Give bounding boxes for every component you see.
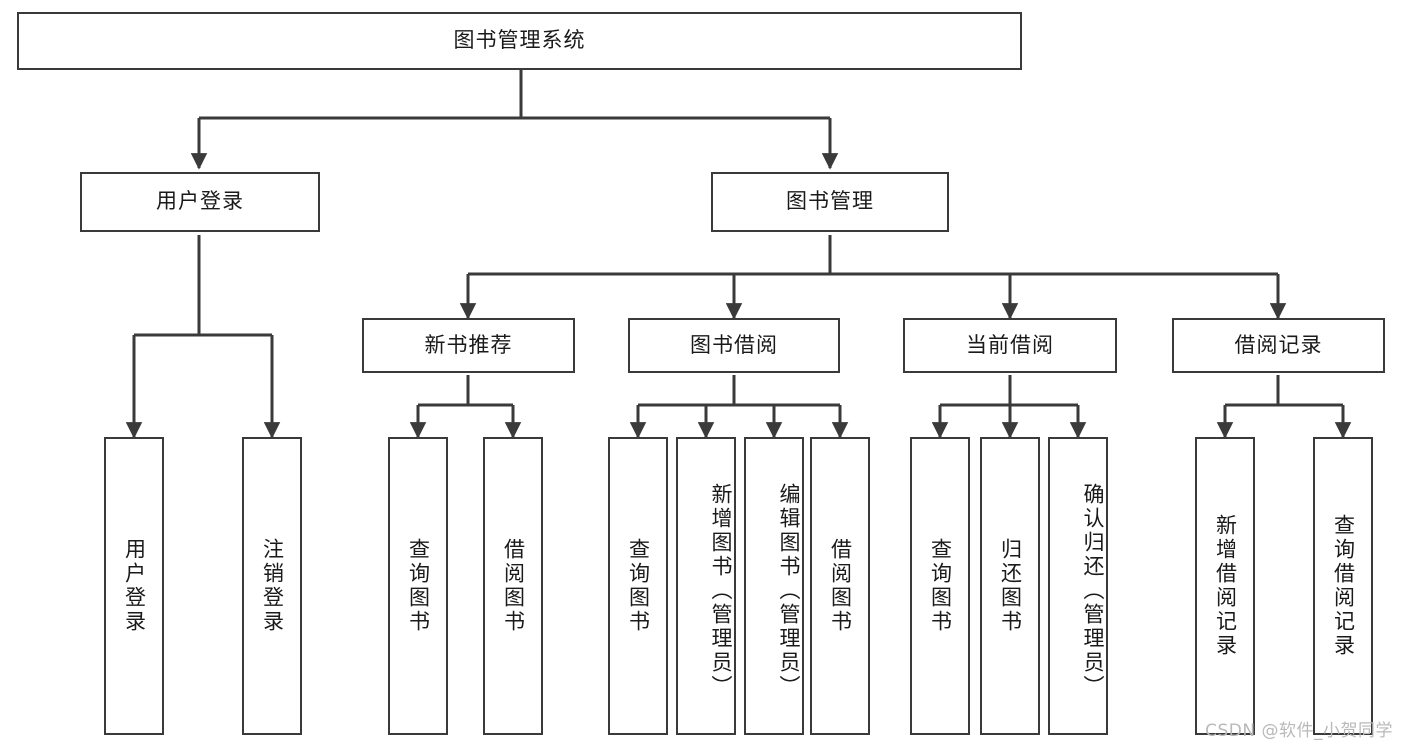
leaf-book-borrow-add-book-admin[interactable]: 新增图书（管理员）: [676, 437, 736, 735]
leaf-new-book-query-book[interactable]: 查询图书: [388, 437, 448, 735]
csdn-watermark: CSDN @软件_小贺同学: [1205, 721, 1393, 741]
leaf-user-login-login[interactable]: 用户登录: [104, 437, 164, 735]
node-borrow-record[interactable]: 借阅记录: [1172, 318, 1385, 373]
leaf-borrow-record-add-record[interactable]: 新增借阅记录: [1195, 437, 1255, 735]
leaf-borrow-record-query-record[interactable]: 查询借阅记录: [1313, 437, 1373, 735]
leaf-current-borrow-confirm-return-admin[interactable]: 确认归还（管理员）: [1048, 437, 1108, 735]
node-root-book-management-system[interactable]: 图书管理系统: [17, 12, 1022, 70]
node-user-login[interactable]: 用户登录: [80, 172, 320, 232]
leaf-new-book-borrow-book[interactable]: 借阅图书: [483, 437, 543, 735]
leaf-book-borrow-edit-book-admin[interactable]: 编辑图书（管理员）: [744, 437, 804, 735]
leaf-current-borrow-query-book[interactable]: 查询图书: [910, 437, 970, 735]
node-book-borrow[interactable]: 图书借阅: [628, 318, 840, 373]
node-current-borrow[interactable]: 当前借阅: [903, 318, 1117, 373]
leaf-book-borrow-query-book[interactable]: 查询图书: [608, 437, 668, 735]
leaf-current-borrow-return-book[interactable]: 归还图书: [980, 437, 1040, 735]
node-new-book-recommend[interactable]: 新书推荐: [362, 318, 575, 373]
node-book-management[interactable]: 图书管理: [711, 172, 949, 232]
leaf-book-borrow-borrow-book[interactable]: 借阅图书: [810, 437, 870, 735]
leaf-user-login-logout[interactable]: 注销登录: [242, 437, 302, 735]
